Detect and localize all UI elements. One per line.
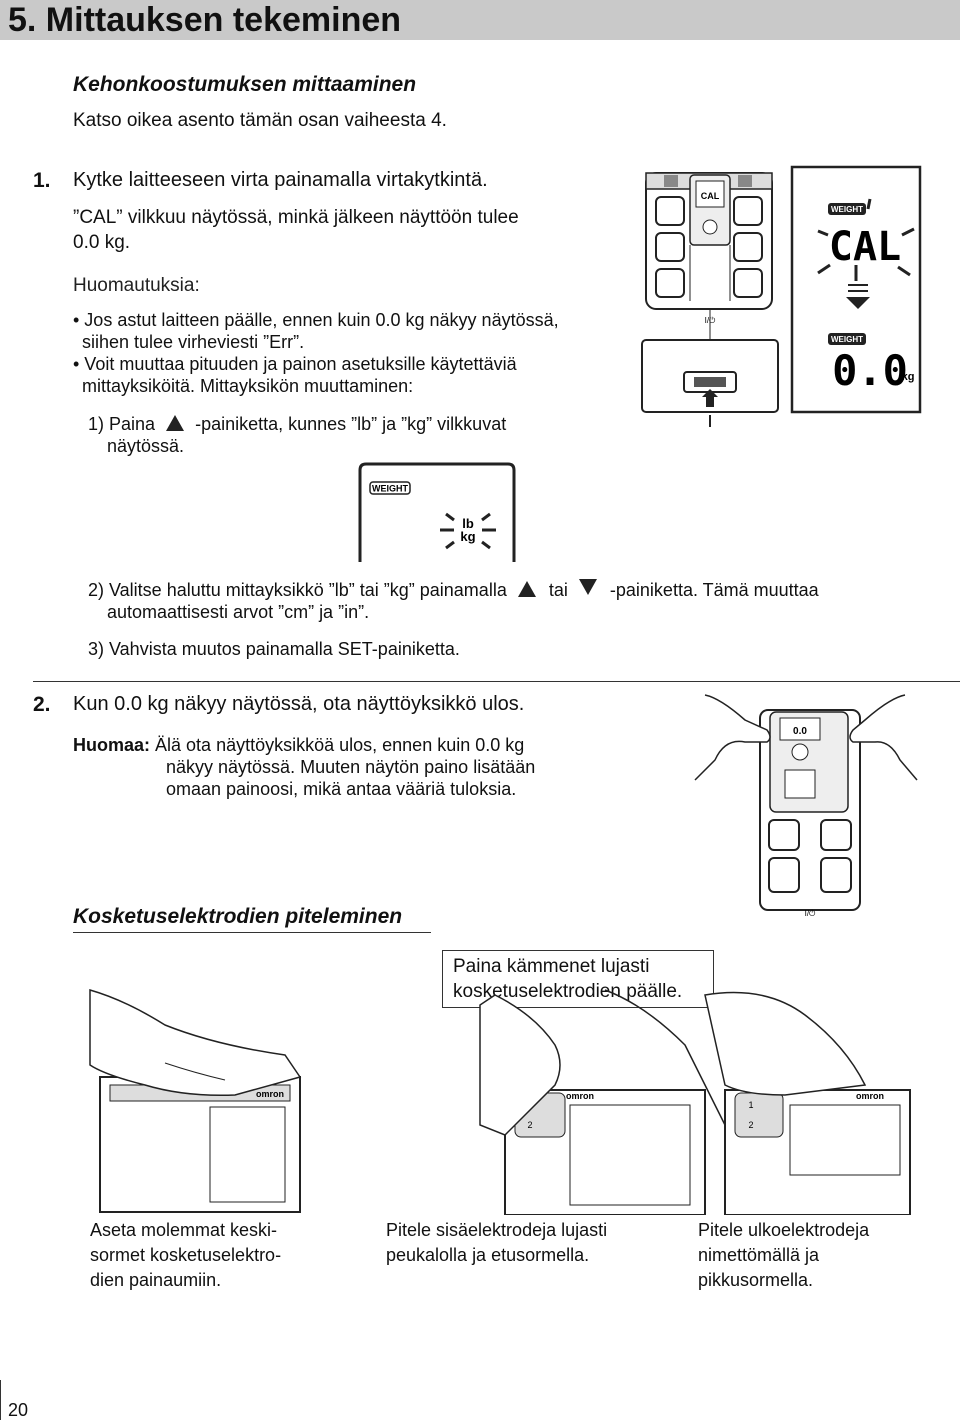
- remove-display-illustration: 0.0 I/⏻: [694, 694, 918, 918]
- display-unit-illustration: WEIGHT lb kg: [358, 462, 516, 562]
- notes-heading: Huomautuksia:: [73, 275, 200, 296]
- substep-text: automaattisesti arvot ”cm” ja ”in”.: [107, 602, 370, 622]
- intro-text: Katso oikea asento tämän osan vaiheesta …: [73, 110, 447, 131]
- substep-text: näytössä.: [107, 436, 185, 456]
- callout-text: kosketuselektrodien päälle.: [453, 981, 683, 1002]
- section-heading: Kosketuselektrodien piteleminen: [73, 905, 403, 928]
- note-text: omaan painoosi, mikä antaa vääriä tuloks…: [166, 779, 517, 799]
- svg-text:kg: kg: [902, 371, 915, 383]
- note-line: Huomaa: Älä ota näyttöyksikköä ulos, enn…: [73, 733, 524, 758]
- caption-text: pikkusormella.: [698, 1270, 814, 1290]
- page-header: 5. Mittauksen tekeminen: [0, 0, 960, 40]
- caption-text: Aseta molemmat keski-: [90, 1220, 278, 1240]
- note-text: siihen tulee virheviesti ”Err”.: [82, 332, 305, 352]
- svg-text:omron: omron: [566, 1091, 594, 1101]
- caption-text: Pitele sisäelektrodeja lujasti: [386, 1220, 608, 1240]
- svg-text:lb: lb: [462, 516, 474, 531]
- svg-text:1: 1: [748, 1100, 753, 1110]
- caption-text: peukalolla ja etusormella.: [386, 1245, 590, 1265]
- svg-text:omron: omron: [856, 1091, 884, 1101]
- note-text: mittayksiköitä. Mittayksikön muuttaminen…: [82, 376, 414, 396]
- svg-text:2: 2: [748, 1120, 753, 1130]
- note-label: Huomaa:: [73, 735, 151, 755]
- note-text: näkyy näytössä. Muuten näytön paino lisä…: [166, 757, 536, 777]
- cal-readout: CAL: [829, 224, 901, 270]
- svg-text:0.0: 0.0: [793, 726, 807, 737]
- step-number: 1.: [33, 169, 51, 192]
- svg-text:WEIGHT: WEIGHT: [372, 484, 408, 494]
- step-desc: ”CAL” vilkkuu näytössä, minkä jälkeen nä…: [73, 207, 519, 228]
- substep-text: -painiketta, kunnes ”lb” ja ”kg” vilkkuv…: [195, 414, 507, 434]
- caption-3: Pitele ulkoelektrodeja nimettömällä ja p…: [698, 1218, 869, 1293]
- caption-text: nimettömällä ja: [698, 1245, 820, 1265]
- step-title: Kun 0.0 kg näkyy näytössä, ota näyttöyks…: [73, 693, 525, 715]
- substep-1: 1) Paina -painiketta, kunnes ”lb” ja ”kg…: [88, 412, 506, 437]
- substep-text: 1) Paina: [88, 414, 156, 434]
- caption-text: sormet kosketuselektro-: [90, 1245, 282, 1265]
- substep-text: 2) Valitse haluttu mittayksikkö ”lb” tai…: [88, 580, 507, 600]
- up-arrow-icon: [166, 415, 185, 431]
- caption-text: dien painaumiin.: [90, 1270, 222, 1290]
- substep-text: -painiketta. Tämä muuttaa: [609, 580, 819, 600]
- svg-text:kg: kg: [460, 529, 475, 544]
- divider: [33, 681, 960, 682]
- svg-text:CAL: CAL: [701, 191, 720, 201]
- step-title: Kytke laitteeseen virta painamalla virta…: [73, 169, 488, 191]
- svg-text:2: 2: [527, 1120, 532, 1130]
- svg-text:omron: omron: [256, 1089, 284, 1099]
- callout-text: Paina kämmenet lujasti: [453, 956, 650, 977]
- electrode-grip-illustrations: omron 1 2 omron 1 2 omron: [89, 989, 911, 1215]
- weight-label: WEIGHT: [831, 205, 863, 214]
- footer-rule: [0, 1380, 2, 1420]
- caption-2: Pitele sisäelektrodeja lujasti peukaloll…: [386, 1218, 607, 1268]
- page-title: 5. Mittauksen tekeminen: [8, 1, 402, 39]
- section-heading: Kehonkoostumuksen mittaaminen: [73, 73, 417, 96]
- display-cal-illustration: WEIGHT CAL WEIGHT 0.0 kg: [790, 165, 922, 414]
- substep-2: 2) Valitse haluttu mittayksikkö ”lb” tai…: [88, 578, 819, 603]
- step-desc: 0.0 kg.: [73, 232, 131, 253]
- callout-box: Paina kämmenet lujasti kosketuselektrodi…: [442, 950, 714, 1008]
- step-number: 2.: [33, 693, 51, 716]
- page-number: 20: [8, 1400, 29, 1420]
- down-arrow-icon: [578, 579, 597, 595]
- heading-underline: [73, 932, 431, 933]
- caption-1: Aseta molemmat keski- sormet kosketusele…: [90, 1218, 281, 1293]
- svg-text:I/⏻: I/⏻: [805, 909, 816, 918]
- note-text: Älä ota näyttöyksikköä ulos, ennen kuin …: [155, 735, 525, 755]
- note-text: • Jos astut laitteen päälle, ennen kuin …: [73, 310, 559, 330]
- caption-text: Pitele ulkoelektrodeja: [698, 1220, 870, 1240]
- up-arrow-icon: [517, 581, 536, 597]
- zero-readout: 0.0: [832, 346, 908, 395]
- substep-3: 3) Vahvista muutos painamalla SET-painik…: [88, 639, 460, 659]
- substep-text: tai: [548, 580, 568, 600]
- svg-text:WEIGHT: WEIGHT: [831, 335, 863, 344]
- note-text: • Voit muuttaa pituuden ja painon asetuk…: [73, 354, 517, 374]
- scale-power-illustration: CAL I/⏻: [641, 172, 779, 427]
